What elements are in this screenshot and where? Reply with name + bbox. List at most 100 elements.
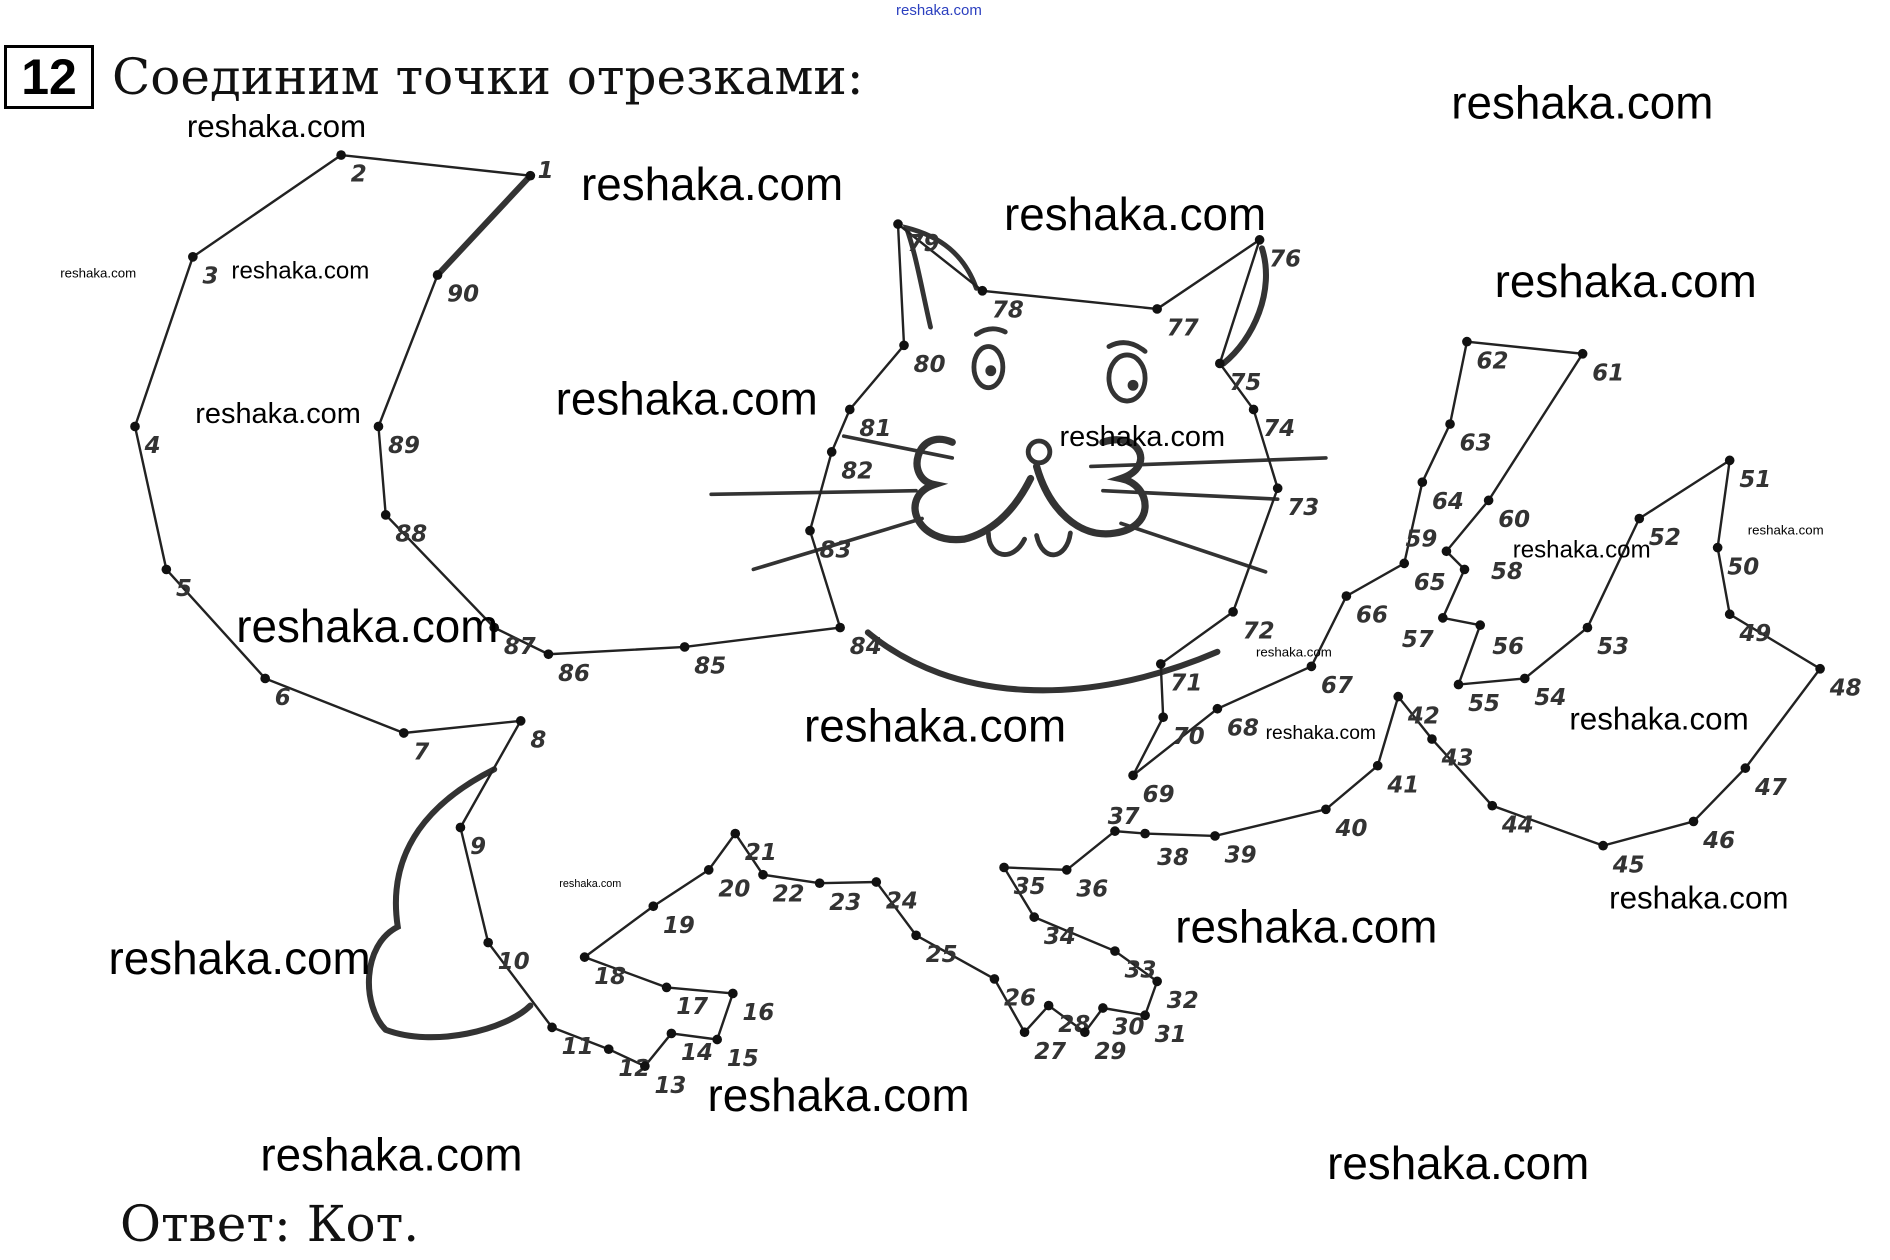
dot-12 <box>603 1044 614 1055</box>
dot-45 <box>1598 840 1608 851</box>
dot-label: 51 <box>1739 467 1771 493</box>
dot-87 <box>489 622 500 633</box>
watermark-text: reshaka.com <box>559 878 621 890</box>
dot-label: 59 <box>1405 526 1437 552</box>
dot-label: 57 <box>1402 627 1434 653</box>
dot-19 <box>648 901 659 912</box>
dot-58 <box>1459 564 1470 575</box>
dot-6 <box>260 673 270 684</box>
dot-60 <box>1483 495 1494 506</box>
watermark-text: reshaka.com <box>1569 701 1748 736</box>
dot-label: 38 <box>1157 845 1189 871</box>
dot-label: 1 <box>538 158 554 184</box>
left-eye <box>971 344 1006 391</box>
dot-72 <box>1228 606 1238 617</box>
dot-88 <box>380 510 391 520</box>
dot-41 <box>1372 760 1383 771</box>
dot-9 <box>455 822 466 833</box>
dot-label: 7 <box>413 740 429 766</box>
left-ear <box>902 224 979 330</box>
hind-leg <box>365 766 534 1041</box>
mouth <box>985 530 1073 558</box>
dot-20 <box>703 865 714 875</box>
dot-label: 8 <box>530 727 546 753</box>
dot-label: 88 <box>395 522 427 548</box>
dot-59 <box>1441 546 1452 557</box>
dot-69 <box>1128 770 1138 781</box>
muzzle-left <box>911 435 1035 544</box>
dot-label: 61 <box>1592 360 1624 386</box>
dot-label: 35 <box>1014 874 1046 900</box>
dot-38 <box>1140 828 1150 839</box>
dot-70 <box>1158 712 1168 723</box>
dot-label: 2 <box>351 162 367 188</box>
dot-label: 6 <box>275 685 291 711</box>
dot-35 <box>999 862 1009 873</box>
dot-23 <box>814 878 825 889</box>
dot-label: 16 <box>743 1000 775 1026</box>
dot-71 <box>1155 659 1166 669</box>
dot-label: 78 <box>992 297 1024 323</box>
dot-53 <box>1582 622 1593 633</box>
dot-label: 56 <box>1492 634 1524 660</box>
dot-18 <box>579 952 590 962</box>
dot-label: 72 <box>1243 618 1275 644</box>
dot-label: 29 <box>1094 1039 1126 1065</box>
watermark-text: reshaka.com <box>708 1069 970 1121</box>
dot-label: 21 <box>745 840 777 866</box>
watermark-text: reshaka.com <box>1609 881 1788 916</box>
dot-39 <box>1210 831 1220 841</box>
dot-14 <box>666 1028 677 1039</box>
dot-label: 20 <box>718 876 750 902</box>
dot-44 <box>1487 800 1498 811</box>
dot-label: 15 <box>727 1046 759 1072</box>
dot-62 <box>1462 336 1472 347</box>
dot-label: 26 <box>1004 986 1036 1012</box>
dot-31 <box>1140 1010 1150 1021</box>
watermark-text: reshaka.com <box>1513 536 1651 563</box>
dot-81 <box>844 404 855 415</box>
dot-label: 77 <box>1167 316 1199 342</box>
dot-82 <box>826 447 837 457</box>
task-number: 12 <box>4 45 94 109</box>
dot-26 <box>989 974 1000 984</box>
dot-label: 60 <box>1498 507 1530 533</box>
watermark-text: reshaka.com <box>60 265 136 280</box>
dot-11 <box>547 1022 557 1033</box>
dot-7 <box>398 728 409 738</box>
dot-57 <box>1437 613 1448 623</box>
dot-49 <box>1724 609 1735 620</box>
right-brow <box>1106 340 1148 354</box>
watermark-text: reshaka.com <box>1004 188 1266 240</box>
dot-label: 84 <box>850 634 882 660</box>
dot-28 <box>1043 1000 1054 1011</box>
watermark-text: reshaka.com <box>556 372 818 424</box>
dot-52 <box>1634 513 1645 524</box>
dot-label: 4 <box>144 433 161 459</box>
dot-label: 31 <box>1155 1022 1187 1048</box>
dot-77 <box>1152 304 1162 314</box>
top-watermark[interactable]: reshaka.com <box>896 2 982 19</box>
dot-label: 76 <box>1269 246 1301 272</box>
dot-label: 37 <box>1108 804 1140 830</box>
dot-89 <box>373 421 384 432</box>
dot-label: 75 <box>1229 370 1261 396</box>
dot-16 <box>728 988 738 999</box>
dot-label: 63 <box>1460 431 1492 457</box>
cat-drawing <box>365 172 1328 1041</box>
dot-22 <box>758 869 768 880</box>
dot-label: 5 <box>176 576 192 602</box>
dot-51 <box>1724 455 1735 466</box>
dot-65 <box>1399 558 1410 569</box>
dot-label: 71 <box>1170 671 1202 697</box>
task-title: Соединим точки отрезками: <box>112 48 864 106</box>
dot-56 <box>1475 620 1485 630</box>
watermark-text: reshaka.com <box>195 398 361 430</box>
dot-84 <box>835 622 845 633</box>
dot-label: 34 <box>1044 924 1076 950</box>
dot-78 <box>977 285 988 296</box>
dot-86 <box>543 649 554 660</box>
dot-label: 69 <box>1143 782 1175 808</box>
dot-label: 58 <box>1491 559 1523 585</box>
